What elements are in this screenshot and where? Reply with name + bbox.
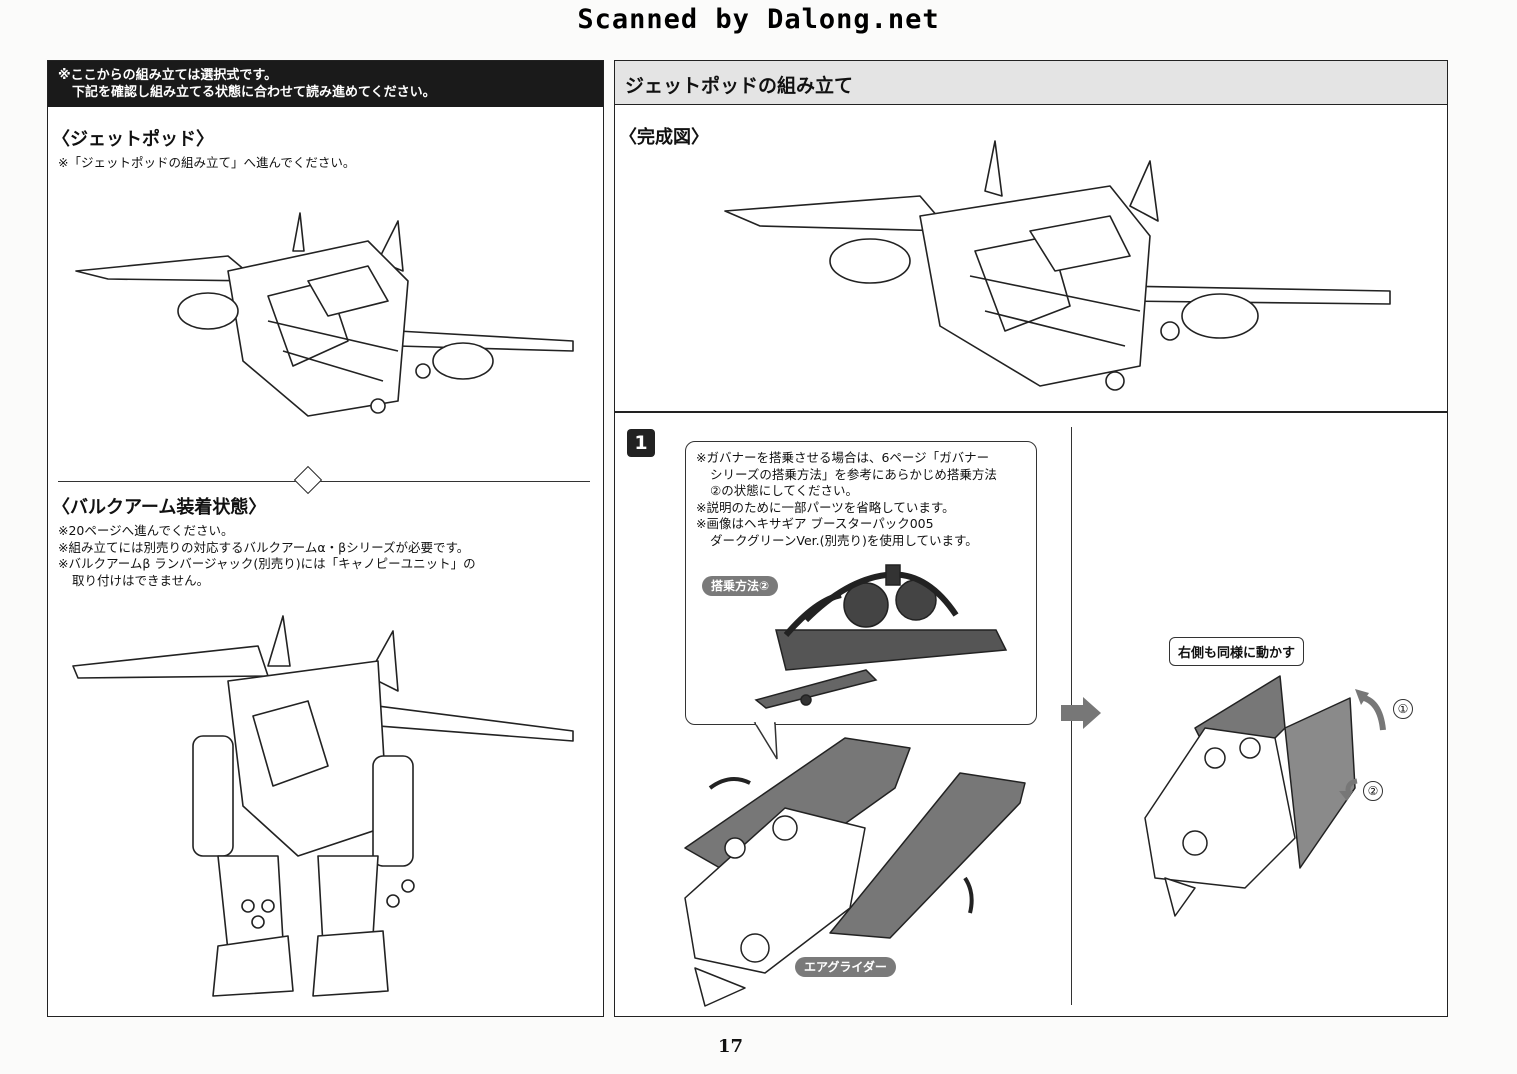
boarding-callout: ※ガバナーを搭乗させる場合は、6ページ「ガバナー シリーズの搭乗方法」を参考にあ… [685, 441, 1037, 725]
airglider-illustration [684, 737, 1026, 1007]
selection-notice: ※ここからの組み立ては選択式です。 下記を確認し組み立てる状態に合わせて読み進め… [48, 61, 603, 107]
jetpod-illustration [75, 212, 574, 417]
step-note: シリーズの搭乗方法」を参考にあらかじめ搭乗方法 [710, 466, 997, 482]
notice-line-2: 下記を確認し組み立てる状態に合わせて読み進めてください。 [72, 85, 436, 100]
completed-jetpod-illustration [724, 140, 1391, 391]
bulkarm-note: ※組み立てには別売りの対応するバルクアームα・βシリーズが必要です。 [58, 539, 470, 555]
jetpod-title: 〈ジェットポッド〉 [52, 129, 214, 150]
bulkarm-title: 〈バルクアーム装着状態〉 [52, 497, 267, 518]
completed-title: 〈完成図〉 [619, 127, 709, 148]
page-number: 17 [718, 1036, 744, 1057]
bulkarm-note: ※20ページへ進んでください。 [58, 523, 234, 538]
section-divider [58, 481, 590, 482]
step-number-badge: 1 [627, 429, 655, 457]
airglider-result-illustration [1144, 675, 1356, 917]
bulkarm-notes: ※20ページへ進んでください。 ※組み立てには別売りの対応するバルクアームα・β… [58, 523, 476, 589]
step-note: ダークグリーンVer.(別売り)を使用しています。 [710, 532, 978, 548]
boarding-method-label: 搭乗方法② [702, 576, 779, 596]
watermark: Scanned by Dalong.net [577, 4, 940, 35]
left-panel: ※ここからの組み立ては選択式です。 下記を確認し組み立てる状態に合わせて読み進め… [47, 60, 604, 1017]
divider-emblem [293, 465, 323, 495]
same-side-label: 右側も同様に動かす [1169, 637, 1305, 666]
governor-boarding-photo [754, 564, 1008, 709]
notice-line-1: ※ここからの組み立ては選択式です。 [58, 68, 278, 83]
step-note: ※ガバナーを搭乗させる場合は、6ページ「ガバナー [696, 450, 990, 465]
step-note: ※画像はヘキサギア ブースターパック005 [696, 516, 934, 531]
rotate-arrow-2-icon [1339, 778, 1358, 801]
step-notes: ※ガバナーを搭乗させる場合は、6ページ「ガバナー シリーズの搭乗方法」を参考にあ… [696, 450, 997, 549]
callout-tail [753, 721, 778, 760]
rotate-arrow-1-icon [1355, 689, 1386, 731]
step-arrow-icon [1061, 697, 1101, 729]
section-title: ジェットポッドの組み立て [615, 61, 1447, 105]
marker-1: ① [1393, 699, 1413, 719]
bulkarm-note: ※バルクアームβ ランバージャック(別売り)には「キャノピーユニット」の [58, 556, 476, 571]
airglider-label: エアグライダー [795, 957, 896, 977]
step-note: ②の状態にしてください。 [710, 483, 858, 498]
step-1-panel: 1 ※ガバナーを搭乗させる場合は、6ページ「ガバナー シリーズの搭乗方法」を参考… [614, 412, 1448, 1017]
jetpod-note: ※「ジェットポッドの組み立て」へ進んでください。 [58, 155, 356, 170]
marker-2: ② [1363, 781, 1383, 801]
step-note: ※説明のために一部パーツを省略しています。 [696, 499, 955, 515]
bulkarm-illustration [72, 615, 574, 997]
bulkarm-note: 取り付けはできません。 [72, 572, 210, 588]
completed-panel: ジェットポッドの組み立て 〈完成図〉 [614, 60, 1448, 412]
